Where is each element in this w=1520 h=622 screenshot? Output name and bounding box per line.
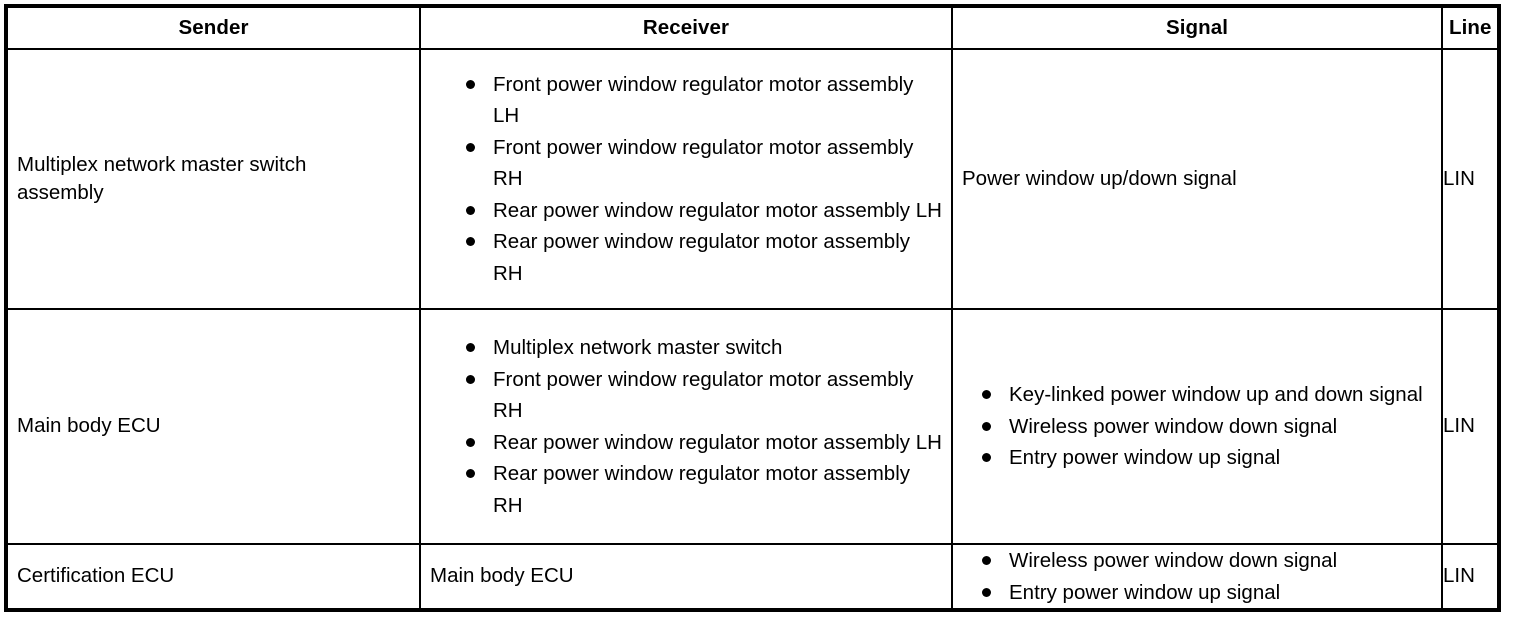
cell-signal: Key-linked power window up and down sign… xyxy=(951,308,1443,545)
list-item: Wireless power window down signal xyxy=(981,411,1435,443)
column-header-receiver: Receiver xyxy=(419,5,953,50)
table-row: Multiplex network master switch assembly… xyxy=(5,48,1500,310)
list-item: Key-linked power window up and down sign… xyxy=(981,379,1435,411)
cell-receiver: Multiplex network master switch Front po… xyxy=(419,308,953,545)
cell-signal: Wireless power window down signal Entry … xyxy=(951,543,1443,611)
list-item: Rear power window regulator motor assemb… xyxy=(465,195,945,227)
list-item: Multiplex network master switch xyxy=(465,332,945,364)
table-row: Certification ECU Main body ECU Wireless… xyxy=(5,543,1500,611)
sender-text: Main body ECU xyxy=(17,414,161,438)
communication-table: Sender Receiver Signal Line Multiplex ne… xyxy=(4,4,1501,612)
list-item: Front power window regulator motor assem… xyxy=(465,132,945,195)
column-header-line: Line xyxy=(1441,5,1500,50)
table-header-row: Sender Receiver Signal Line xyxy=(5,5,1500,50)
column-header-signal: Signal xyxy=(951,5,1443,50)
cell-signal: Power window up/down signal xyxy=(951,48,1443,310)
cell-sender: Main body ECU xyxy=(5,308,421,545)
table-header: Sender Receiver Signal Line xyxy=(5,5,1500,50)
column-header-sender: Sender xyxy=(5,5,421,50)
cell-line: LIN xyxy=(1441,308,1500,545)
sender-text: Certification ECU xyxy=(17,564,175,588)
receiver-list: Multiplex network master switch Front po… xyxy=(421,332,951,521)
signal-text: Power window up/down signal xyxy=(962,166,1237,190)
list-item: Entry power window up signal xyxy=(981,442,1435,474)
cell-sender: Multiplex network master switch assembly xyxy=(5,48,421,310)
cell-receiver: Front power window regulator motor assem… xyxy=(419,48,953,310)
cell-sender: Certification ECU xyxy=(5,543,421,611)
list-item: Rear power window regulator motor assemb… xyxy=(465,226,945,289)
list-item: Rear power window regulator motor assemb… xyxy=(465,458,945,521)
list-item: Rear power window regulator motor assemb… xyxy=(465,427,945,459)
list-item: Front power window regulator motor assem… xyxy=(465,364,945,427)
table-row: Main body ECU Multiplex network master s… xyxy=(5,308,1500,545)
list-item: Entry power window up signal xyxy=(981,577,1435,609)
table-body: Multiplex network master switch assembly… xyxy=(5,48,1500,611)
signal-list: Wireless power window down signal Entry … xyxy=(953,545,1441,608)
receiver-list: Front power window regulator motor assem… xyxy=(421,69,951,290)
cell-line: LIN xyxy=(1441,543,1500,611)
receiver-text: Main body ECU xyxy=(430,564,574,588)
signal-list: Key-linked power window up and down sign… xyxy=(953,379,1441,474)
list-item: Front power window regulator motor assem… xyxy=(465,69,945,132)
sender-text: Multiplex network master switch assembly xyxy=(17,152,307,205)
cell-receiver: Main body ECU xyxy=(419,543,953,611)
cell-line: LIN xyxy=(1441,48,1500,310)
list-item: Wireless power window down signal xyxy=(981,545,1435,577)
communication-table-sheet: Sender Receiver Signal Line Multiplex ne… xyxy=(4,4,1501,612)
